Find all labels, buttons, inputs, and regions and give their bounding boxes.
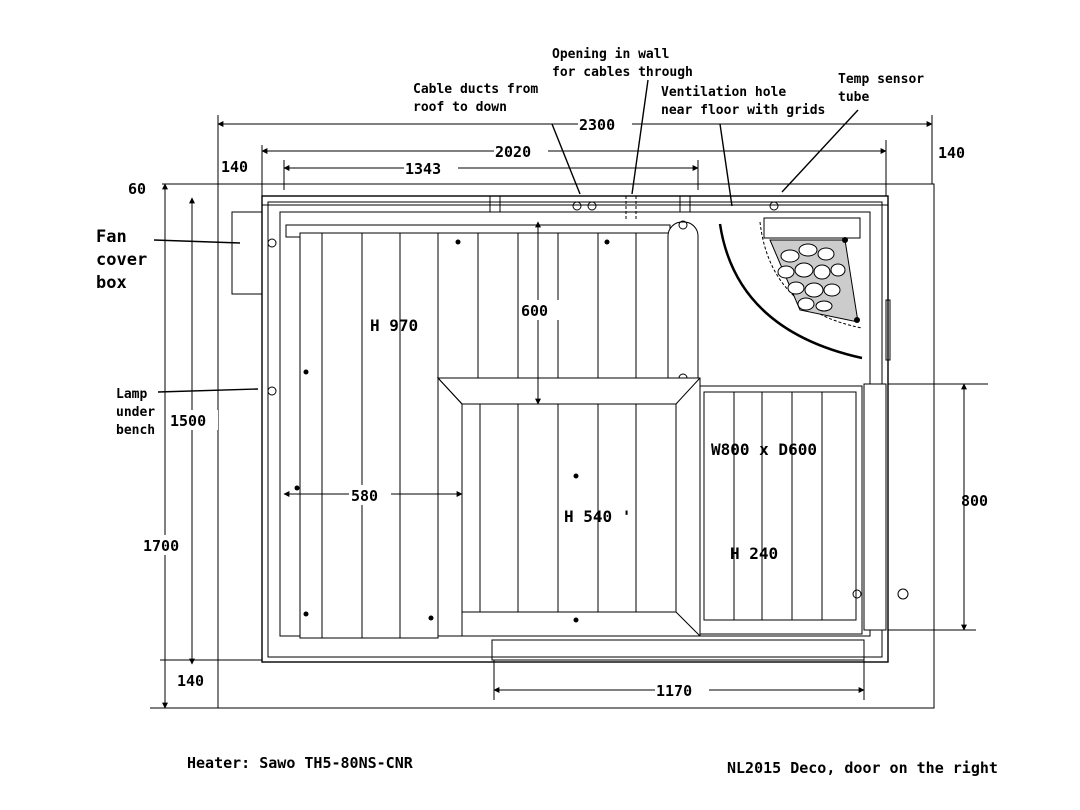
svg-text:Temp sensor: Temp sensor: [838, 72, 924, 87]
screws: [294, 239, 610, 623]
model-caption: NL2015 Deco, door on the right: [727, 759, 998, 777]
dimension-lines: [150, 115, 988, 709]
dimension-values: 2300 2020 1343 140 140 60 1500 1700 140 …: [128, 114, 988, 700]
svg-text:600: 600: [521, 302, 548, 320]
svg-text:W800 x D600: W800 x D600: [711, 440, 817, 459]
svg-text:tube: tube: [838, 90, 869, 105]
callout-ventilation: Ventilation hole near floor with grids: [661, 85, 825, 118]
plan-labels: H 970 H 540 ' W800 x D600 H 240: [370, 316, 817, 563]
heater-caption: Heater: Sawo TH5-80NS-CNR: [187, 754, 414, 772]
svg-text:near floor with grids: near floor with grids: [661, 103, 825, 118]
callout-leaders: [153, 79, 859, 393]
svg-text:1700: 1700: [143, 537, 179, 555]
svg-text:140: 140: [221, 158, 248, 176]
wall-openings: [267, 196, 779, 396]
svg-text:Lamp: Lamp: [116, 387, 147, 402]
svg-text:2300: 2300: [579, 116, 615, 134]
svg-text:cover: cover: [96, 250, 147, 270]
lower-bench: [436, 377, 701, 637]
upper-bench: [285, 220, 699, 639]
floor-grid: [699, 385, 863, 635]
svg-text:140: 140: [938, 144, 965, 162]
svg-text:2020: 2020: [495, 143, 531, 161]
svg-text:60: 60: [128, 180, 146, 198]
svg-text:Fan: Fan: [96, 227, 127, 247]
callout-lamp: Lamp under bench: [116, 387, 155, 438]
svg-text:H 970: H 970: [370, 316, 418, 335]
svg-text:Opening in wall: Opening in wall: [552, 47, 669, 62]
callout-fan: Fan cover box: [96, 227, 147, 293]
callout-cable-ducts: Cable ducts from roof to down: [413, 82, 538, 115]
svg-text:box: box: [96, 273, 127, 293]
svg-text:for cables through: for cables through: [552, 65, 693, 80]
svg-text:800: 800: [961, 492, 988, 510]
svg-text:Cable ducts from: Cable ducts from: [413, 82, 538, 97]
svg-text:bench: bench: [116, 423, 155, 438]
callout-temp-sensor: Temp sensor tube: [838, 72, 924, 105]
door: [852, 299, 909, 631]
svg-text:Ventilation hole: Ventilation hole: [661, 85, 786, 100]
callout-opening: Opening in wall for cables through: [552, 47, 693, 80]
entry-step: [491, 639, 865, 661]
svg-text:140: 140: [177, 672, 204, 690]
svg-text:under: under: [116, 405, 155, 420]
svg-text:roof to down: roof to down: [413, 100, 507, 115]
svg-text:580: 580: [351, 487, 378, 505]
svg-text:H 540 ': H 540 ': [564, 507, 631, 526]
svg-text:H 240: H 240: [730, 544, 778, 563]
svg-text:1343: 1343: [405, 160, 441, 178]
svg-text:1500: 1500: [170, 412, 206, 430]
corner-heater: [718, 217, 863, 360]
svg-text:1170: 1170: [656, 682, 692, 700]
fan-cover-box: [231, 211, 263, 295]
